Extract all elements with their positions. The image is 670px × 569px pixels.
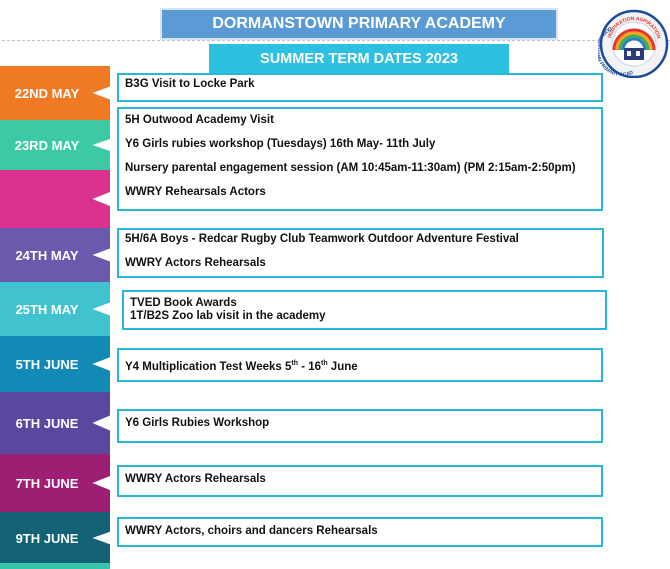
event-item: TVED Book Awards <box>130 297 237 309</box>
school-logo: INSPIRATION ASPIRATION DORMANSTOWN PRIMA… <box>598 6 669 78</box>
date-tab-22-may: 22ND MAY <box>0 66 110 120</box>
events-7-june: WWRY Actors Rehearsals <box>117 465 603 497</box>
date-tab-6-june: 6TH JUNE <box>0 392 110 454</box>
event-item: Y4 Multiplication Test Weeks 5th - 16th … <box>125 360 358 373</box>
event-item: Y6 Girls rubies workshop (Tuesdays) 16th… <box>125 138 436 150</box>
events-24-may: 5H/6A Boys - Redcar Rugby Club Teamwork … <box>117 228 604 278</box>
date-tab-24-may: 24TH MAY <box>0 228 110 282</box>
event-item: Nursery parental engagement session (AM … <box>125 162 576 174</box>
event-item: 5H Outwood Academy Visit <box>125 114 274 126</box>
event-item: WWRY Rehearsals Actors <box>125 186 266 198</box>
event-item: 5H/6A Boys - Redcar Rugby Club Teamwork … <box>125 233 519 245</box>
events-23-may: 5H Outwood Academy Visit Y6 Girls rubies… <box>117 107 603 211</box>
event-item: Y6 Girls Rubies Workshop <box>125 417 270 429</box>
date-tab-7-june: 7TH JUNE <box>0 454 110 512</box>
events-5-june: Y4 Multiplication Test Weeks 5th - 16th … <box>117 348 603 382</box>
event-item: 1T/B2S Zoo lab visit in the academy <box>130 310 326 322</box>
events-25-may: TVED Book Awards 1T/B2S Zoo lab visit in… <box>122 290 607 330</box>
date-tab-25-may: 25TH MAY <box>0 282 110 336</box>
event-item: WWRY Actors Rehearsals <box>125 257 266 269</box>
events-6-june: Y6 Girls Rubies Workshop <box>117 409 603 443</box>
event-item: B3G Visit to Locke Park <box>125 78 255 90</box>
date-tab-23-may: 23RD MAY <box>0 120 110 170</box>
school-title: DORMANSTOWN PRIMARY ACADEMY <box>160 8 558 40</box>
date-tab-5-june: 5TH JUNE <box>0 336 110 392</box>
footer-strip <box>0 563 110 569</box>
term-dates-title: SUMMER TERM DATES 2023 <box>209 44 509 74</box>
page-divider <box>2 40 670 41</box>
events-9-june: WWRY Actors, choirs and dancers Rehearsa… <box>117 517 603 547</box>
event-item: WWRY Actors Rehearsals <box>125 473 266 485</box>
date-tab-9-june: 9TH JUNE <box>0 512 110 564</box>
events-22-may: B3G Visit to Locke Park <box>117 73 603 102</box>
event-item: WWRY Actors, choirs and dancers Rehearsa… <box>125 525 378 537</box>
date-tab-blank <box>0 170 110 228</box>
